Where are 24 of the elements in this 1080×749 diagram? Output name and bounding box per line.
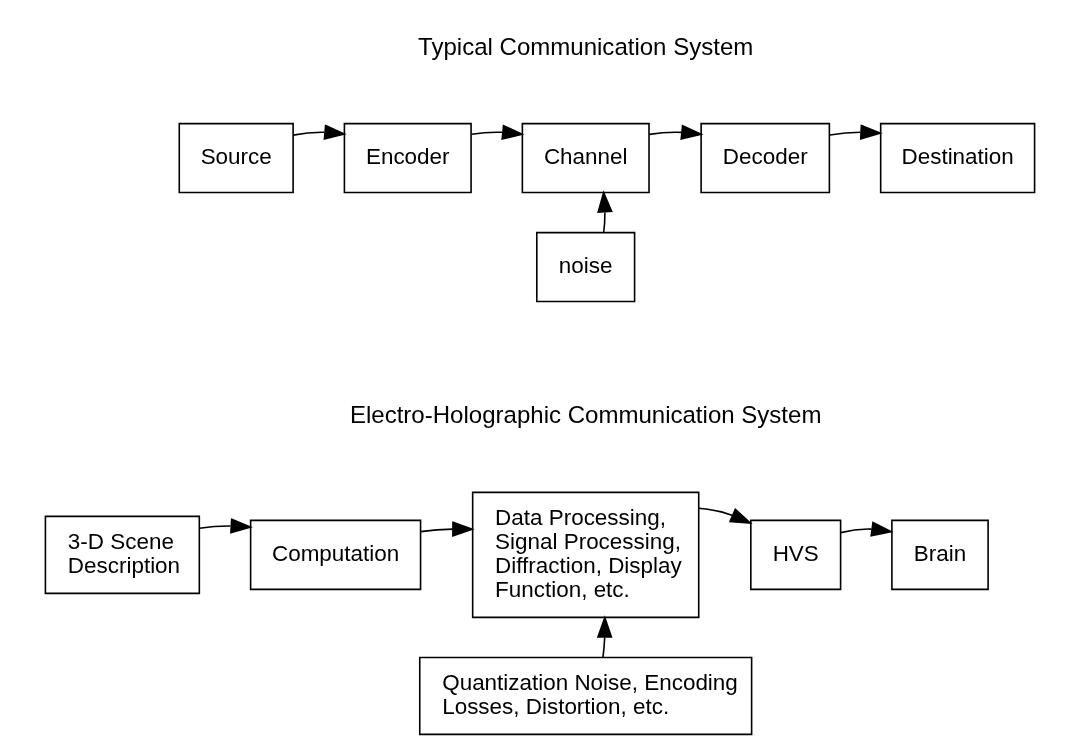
arrow <box>596 615 613 659</box>
node-box: 3-D Scene Description <box>44 515 201 595</box>
node-box: Brain <box>891 519 989 591</box>
node-box: HVS <box>750 519 842 591</box>
arrow <box>698 507 753 525</box>
arrow <box>419 521 475 537</box>
node-box: Computation <box>249 519 422 591</box>
node-box: Source <box>178 122 294 194</box>
node-box: Encoder <box>343 122 472 194</box>
node-box: Destination <box>879 122 1036 194</box>
arrow <box>292 124 347 141</box>
arrow <box>198 518 253 534</box>
label: Typical Communication System <box>418 32 754 60</box>
node-box: noise <box>536 231 636 303</box>
node-box: Decoder <box>700 122 831 194</box>
node-box: Channel <box>521 122 650 194</box>
arrow <box>829 124 883 141</box>
node-box: Quantization Noise, Encoding Losses, Distortion, etc. <box>418 656 753 736</box>
arrow <box>597 190 613 234</box>
arrow <box>840 521 894 537</box>
arrow <box>470 124 525 141</box>
node-box: Data Processing, Signal Processing, Diffraction, Display Function, etc. <box>471 491 700 619</box>
label: Electro-Holographic Communication System <box>349 401 822 429</box>
arrow <box>648 124 704 141</box>
